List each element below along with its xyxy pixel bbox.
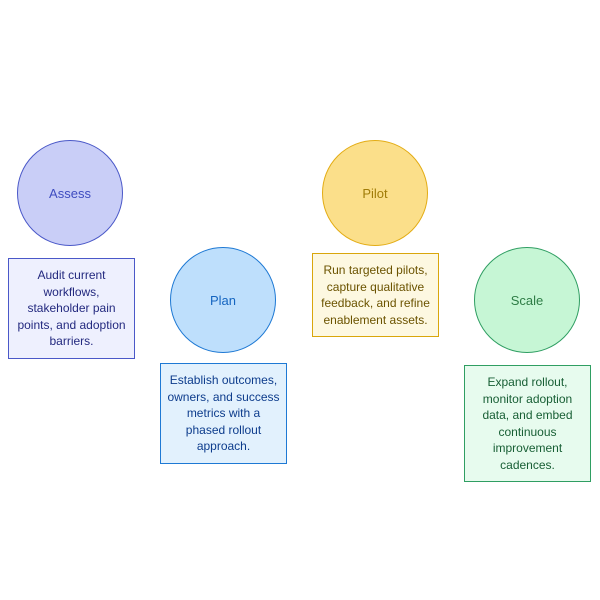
plan-circle: Plan xyxy=(170,247,276,353)
scale-description-box: Expand rollout, monitor adoption data, a… xyxy=(464,365,591,483)
assess-description-box: Audit current workflows, stakeholder pai… xyxy=(8,258,135,359)
pilot-description: Run targeted pilots, capture qualitative… xyxy=(321,263,430,327)
plan-description: Establish outcomes, owners, and success … xyxy=(167,373,280,454)
scale-description: Expand rollout, monitor adoption data, a… xyxy=(482,375,573,472)
plan-description-box: Establish outcomes, owners, and success … xyxy=(160,363,287,464)
scale-label: Scale xyxy=(510,292,544,308)
assess-label: Assess xyxy=(49,185,91,201)
pilot-circle: Pilot xyxy=(322,140,428,246)
assess-description: Audit current workflows, stakeholder pai… xyxy=(17,268,126,349)
pilot-description-box: Run targeted pilots, capture qualitative… xyxy=(312,253,439,338)
plan-label: Plan xyxy=(209,292,237,308)
assess-circle: Assess xyxy=(17,140,123,246)
scale-circle: Scale xyxy=(474,247,580,353)
pilot-label: Pilot xyxy=(362,185,388,201)
